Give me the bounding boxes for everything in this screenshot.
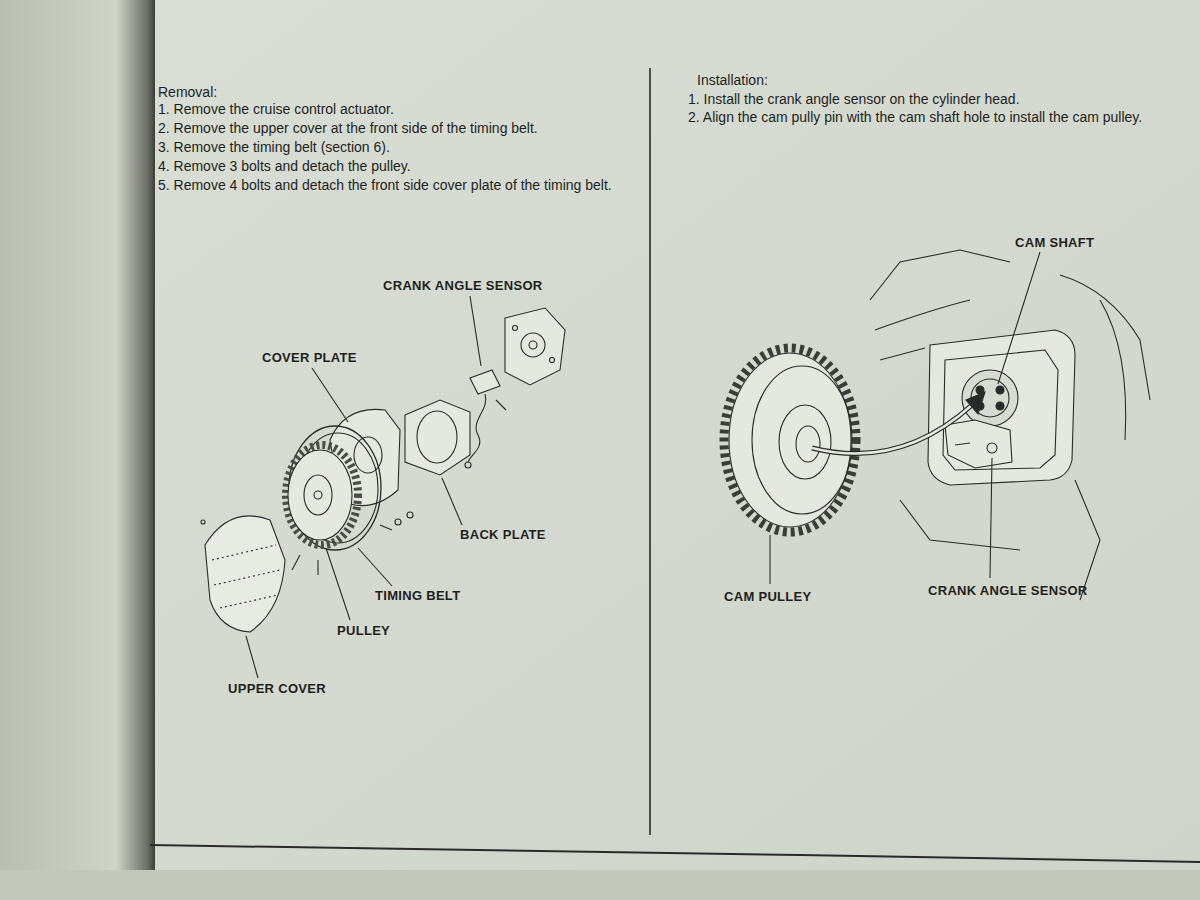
instruction-step: 2. Align the cam pully pin with the cam … bbox=[688, 109, 1194, 127]
instruction-step: 2. Remove the upper cover at the front s… bbox=[158, 120, 654, 138]
part-label: BACK PLATE bbox=[460, 527, 546, 543]
part-label: CRANK ANGLE SENSOR bbox=[928, 583, 1087, 599]
instruction-step: 3. Remove the timing belt (section 6). bbox=[158, 139, 654, 157]
part-label: UPPER COVER bbox=[228, 681, 326, 697]
part-label: COVER PLATE bbox=[262, 350, 357, 366]
instruction-step: 1. Remove the cruise control actuator. bbox=[158, 101, 654, 119]
part-label: CRANK ANGLE SENSOR bbox=[383, 278, 542, 294]
instruction-step: 5. Remove 4 bolts and detach the front s… bbox=[158, 177, 654, 195]
instruction-step: 1. Install the crank angle sensor on the… bbox=[688, 91, 1194, 109]
part-label: CAM SHAFT bbox=[1015, 235, 1094, 251]
part-label: PULLEY bbox=[337, 623, 390, 639]
part-label: CAM PULLEY bbox=[724, 589, 812, 605]
section-heading: Removal: bbox=[158, 84, 217, 102]
part-label: TIMING BELT bbox=[375, 588, 460, 604]
instruction-step: 4. Remove 3 bolts and detach the pulley. bbox=[158, 158, 654, 176]
section-heading: Installation: bbox=[697, 72, 768, 90]
